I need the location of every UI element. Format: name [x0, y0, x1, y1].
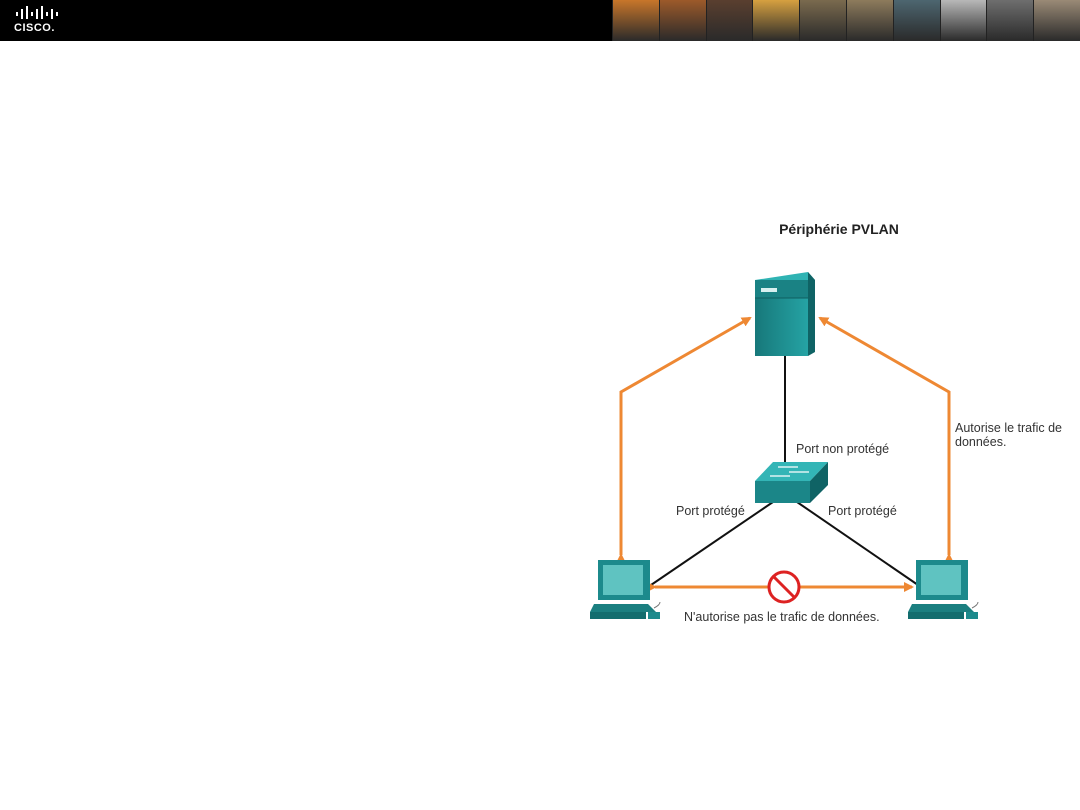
label-port-protected-left: Port protégé — [676, 504, 745, 518]
header-bar: CISCO. — [0, 0, 1080, 41]
diagram-title: Périphérie PVLAN — [779, 221, 899, 237]
header-photo — [845, 0, 893, 41]
header-photo — [799, 0, 846, 41]
server-icon — [755, 272, 815, 356]
logo-text: CISCO. — [14, 22, 55, 34]
label-denies: N'autorise pas le trafic de données. — [684, 610, 880, 624]
header-photo — [705, 0, 753, 41]
label-allows-line1: Autorise le trafic de — [955, 421, 1062, 435]
no-entry-icon — [767, 570, 801, 604]
computer-icon-right — [908, 560, 979, 619]
arrow-pc-left-server — [616, 316, 752, 563]
header-photo — [1033, 0, 1080, 41]
computer-icon-left — [590, 560, 661, 619]
label-port-protected-right: Port protégé — [828, 504, 897, 518]
header-photo — [612, 0, 659, 41]
cisco-logo: CISCO. — [14, 6, 66, 36]
cisco-logo-bars — [16, 6, 58, 19]
label-port-unprotected: Port non protégé — [796, 442, 889, 456]
arrow-pc-right-server — [818, 316, 954, 563]
header-photo — [986, 0, 1034, 41]
header-photo — [892, 0, 940, 41]
header-photo — [939, 0, 987, 41]
switch-icon — [755, 462, 828, 503]
header-photo — [752, 0, 800, 41]
label-allows-line2: données. — [955, 435, 1006, 449]
photo-strip — [612, 0, 1080, 41]
header-photo — [658, 0, 706, 41]
